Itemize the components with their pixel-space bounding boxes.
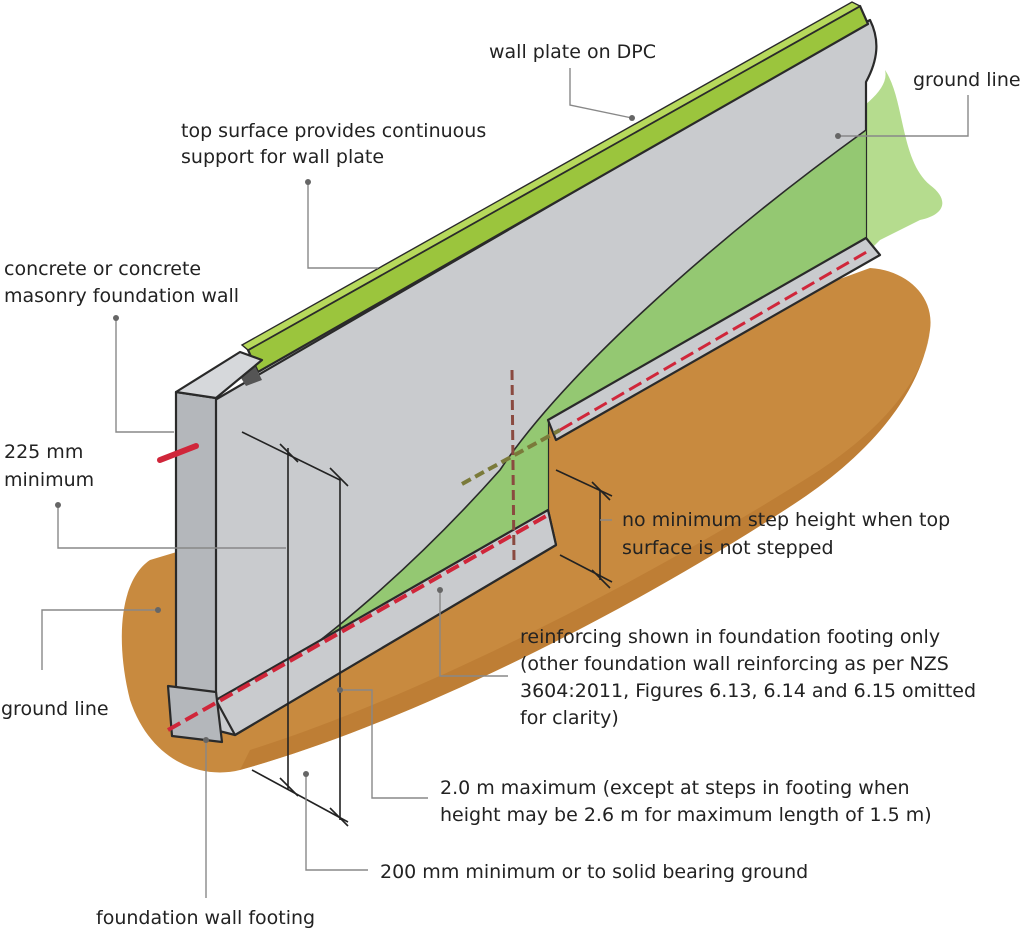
- leader-225-dot: [55, 502, 61, 508]
- label-top-surface-2: support for wall plate: [181, 146, 384, 168]
- leader-wall-plate: [569, 68, 633, 119]
- label-reinforcing-4: for clarity): [520, 707, 619, 729]
- label-foundation-wall-2: masonry foundation wall: [4, 285, 239, 307]
- rebar-footing: [167, 513, 549, 732]
- label-2m-2: height may be 2.6 m for maximum length o…: [440, 804, 932, 826]
- leader-top-surface-dot: [305, 179, 311, 185]
- label-step-2: surface is not stepped: [622, 537, 834, 559]
- label-225-2: minimum: [4, 469, 94, 491]
- label-footing: foundation wall footing: [96, 907, 315, 929]
- leader-ground-left: [41, 609, 158, 670]
- label-225-1: 225 mm: [4, 441, 83, 463]
- label-ground-line-right: ground line: [913, 69, 1021, 91]
- rebar-vertical: [510, 369, 516, 561]
- leader-ground-left-dot: [155, 607, 161, 613]
- dim-200-tick-a: [279, 777, 299, 797]
- leader-225: [57, 505, 286, 549]
- wall-end-section: [174, 390, 218, 732]
- leader-200-dot: [303, 771, 309, 777]
- leader-footing-dot: [203, 737, 209, 743]
- dim-225-tick-b: [329, 467, 349, 487]
- label-top-surface-1: top surface provides continuous: [181, 120, 486, 142]
- dim-step-ext: [555, 469, 613, 497]
- ground-fill-on-wall: [232, 130, 866, 735]
- leader-top-surface: [307, 182, 378, 269]
- label-reinforcing-2: (other foundation wall reinforcing as pe…: [520, 653, 949, 675]
- leader-reinforcing: [439, 590, 508, 677]
- starter-bar: [461, 428, 561, 486]
- wall-plate-top: [240, 1, 862, 351]
- label-200: 200 mm minimum or to solid bearing groun…: [380, 861, 808, 883]
- label-ground-line-left: ground line: [1, 698, 109, 720]
- footing-face: [214, 508, 558, 737]
- rebar-wall-top: [157, 443, 199, 463]
- wall-end-top: [174, 350, 264, 400]
- label-wall-plate: wall plate on DPC: [489, 41, 656, 63]
- label-step-1: no minimum step height when top: [622, 509, 950, 531]
- leader-foundation-wall: [115, 318, 174, 433]
- label-reinforcing-1: reinforcing shown in foundation footing …: [520, 626, 940, 648]
- label-reinforcing-3: 3604:2011, Figures 6.13, 6.14 and 6.15 o…: [520, 680, 976, 702]
- dim-200-tick-b: [329, 807, 349, 827]
- leader-wall-plate-dot: [629, 115, 635, 121]
- dim-225-tick-a: [279, 443, 299, 463]
- label-2m-1: 2.0 m maximum (except at steps in footin…: [440, 777, 910, 799]
- leader-2m-dot: [337, 687, 343, 693]
- leader-foundation-wall-dot: [113, 315, 119, 321]
- label-foundation-wall-1: concrete or concrete: [4, 258, 201, 280]
- leader-200: [305, 774, 368, 871]
- leader-ground-right-dot: [835, 133, 841, 139]
- dim-step-ext2: [559, 554, 613, 583]
- leader-reinforcing-dot: [437, 587, 443, 593]
- leader-ground-right: [838, 95, 969, 137]
- dim-200-line: [251, 769, 349, 823]
- leader-2m: [340, 689, 428, 799]
